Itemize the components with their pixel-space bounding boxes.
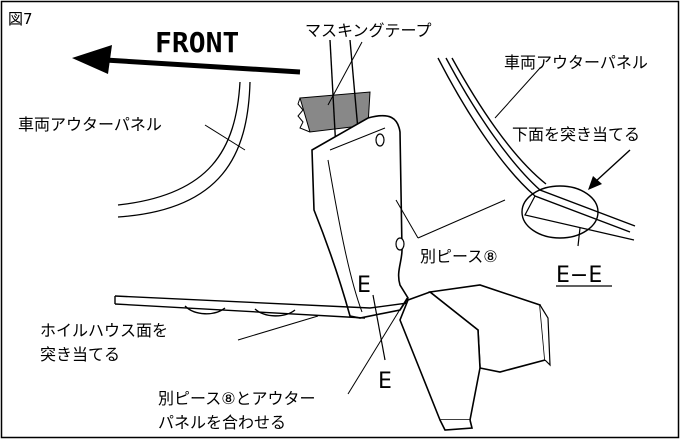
section-e-top: E bbox=[357, 273, 371, 298]
label-outer-panel-left: 車両アウターパネル bbox=[18, 115, 162, 134]
label-align-1: 別ピース⑧とアウター bbox=[158, 389, 316, 408]
left-outer-panel bbox=[117, 81, 251, 218]
label-bottom-contact: 下面を突き当てる bbox=[512, 125, 640, 144]
label-separate-piece: 別ピース⑧ bbox=[420, 247, 498, 266]
section-line bbox=[372, 294, 386, 361]
pillar-lines bbox=[329, 39, 359, 151]
right-outer-panel bbox=[437, 57, 636, 247]
label-outer-panel-right: 車両アウターパネル bbox=[504, 53, 648, 72]
section-e-bottom: E bbox=[378, 369, 392, 394]
figure-number: 図7 bbox=[8, 10, 33, 28]
label-wheelhouse-1: ホイルハウス面を bbox=[40, 321, 168, 340]
mounting-bracket bbox=[399, 284, 551, 431]
front-arrow-icon bbox=[72, 45, 301, 75]
front-label: FRONT bbox=[155, 26, 239, 59]
label-align-2: パネルを合わせる bbox=[158, 413, 286, 432]
label-wheelhouse-2: 突き当てる bbox=[40, 345, 120, 364]
leader-lines bbox=[237, 67, 541, 395]
label-masking-tape: マスキングテープ bbox=[305, 21, 432, 40]
separate-piece-8 bbox=[311, 114, 409, 319]
contact-arrow-icon bbox=[588, 149, 631, 190]
label-section-mark: E−E bbox=[556, 263, 602, 288]
contact-circle bbox=[521, 185, 599, 239]
